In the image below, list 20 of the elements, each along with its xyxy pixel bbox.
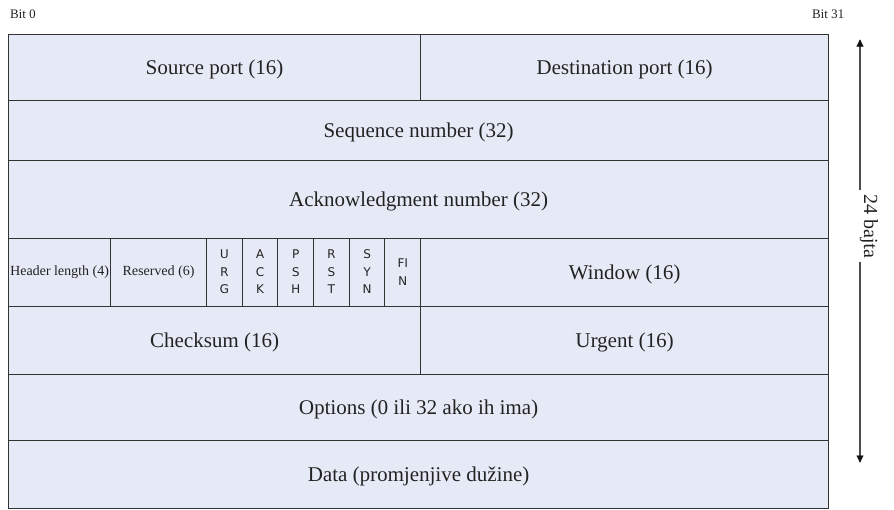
flag-field: SYN [348, 238, 386, 307]
header-field: Window (16) [420, 238, 829, 307]
header-field: Destination port (16) [420, 34, 829, 101]
flag-field: FIN [384, 238, 421, 307]
header-field: Options (0 ili 32 ako ih ima) [8, 374, 829, 441]
header-field: Header length (4) [8, 238, 111, 307]
flag-field: RST [313, 238, 350, 307]
header-field: Data (promjenjive dužine) [8, 440, 829, 509]
header-field: Source port (16) [8, 34, 421, 101]
flag-field: URG [206, 238, 243, 307]
header-field: Urgent (16) [420, 306, 829, 375]
flag-field: ACK [242, 238, 278, 307]
header-field: Sequence number (32) [8, 100, 829, 161]
header-field: Acknowledgment number (32) [8, 160, 829, 239]
dimension-label: 24 bajta [858, 190, 881, 262]
bit-label: Bit 0 [10, 6, 36, 22]
bit-label: Bit 31 [812, 6, 844, 22]
flag-field: PSH [277, 238, 314, 307]
header-field: Checksum (16) [8, 306, 421, 375]
header-field: Reserved (6) [110, 238, 207, 307]
